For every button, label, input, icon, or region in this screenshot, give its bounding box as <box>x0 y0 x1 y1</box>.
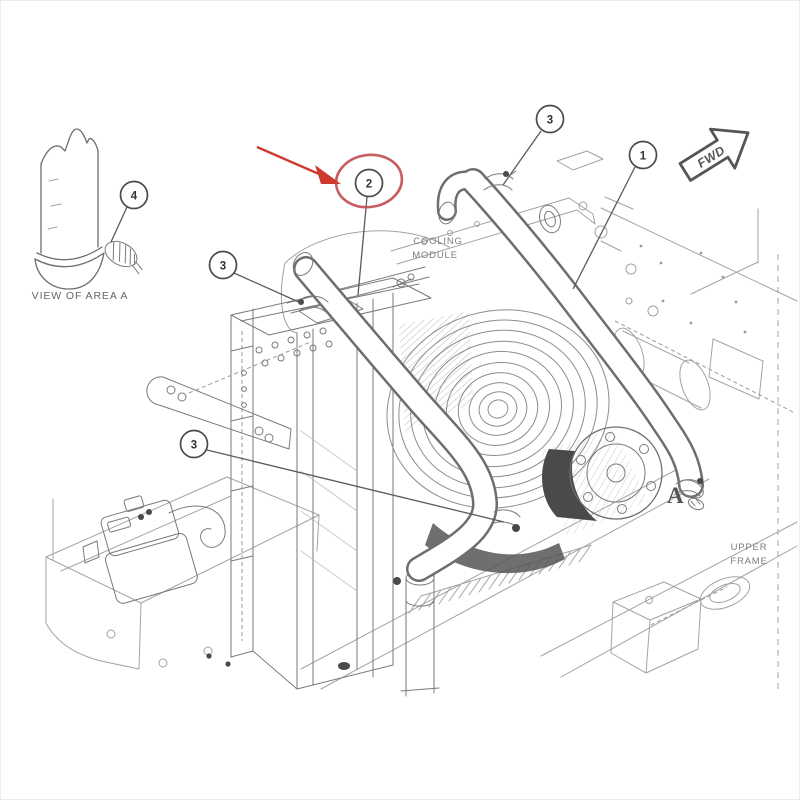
upper-frame-label-line2: FRAME <box>730 556 767 567</box>
cooling-module-label-line2: MODULE <box>412 250 457 261</box>
upper-radiator-hose-part1 <box>436 168 704 499</box>
red-highlight <box>256 145 404 209</box>
callout-3-top-number: 3 <box>547 115 553 127</box>
callout-3-lower: 3 <box>179 429 209 459</box>
callout-1: 1 <box>628 140 658 170</box>
red-highlight-ellipse <box>334 153 404 209</box>
callout-3-upper-left: 3 <box>208 250 238 280</box>
fan-assembly <box>386 309 663 574</box>
hose-clamp-top <box>483 170 517 191</box>
callout-3-lower-number: 3 <box>191 440 197 452</box>
hose-clamp-upper-left <box>298 295 329 314</box>
coolant-reservoir <box>82 495 226 604</box>
red-arrow-shaft <box>256 145 320 176</box>
cooling-module-label-line1: COOLING <box>413 236 462 247</box>
callout-1-number: 1 <box>640 151 647 163</box>
inset-caption: VIEW OF AREA A <box>32 290 129 302</box>
lower-radiator-hose-part2 <box>292 252 498 582</box>
upper-frame-label-line1: UPPER <box>731 542 768 553</box>
callout-3-top: 3 <box>535 104 565 134</box>
inset-view-of-area-a: 4 VIEW OF AREA A <box>32 128 149 302</box>
callout-2-number: 2 <box>366 179 372 191</box>
area-a-label: A <box>667 483 684 508</box>
callout-3-upper-left-number: 3 <box>220 261 226 273</box>
callout-4-number: 4 <box>131 191 138 203</box>
diagram-text-labels: COOLING MODULE UPPER FRAME A <box>412 236 767 567</box>
left-bracket-arm <box>146 340 314 450</box>
fan-motor-hub <box>569 426 663 520</box>
red-arrow-head-icon <box>315 165 341 184</box>
callout-2: 2 <box>354 168 384 198</box>
hose-clamp-lower <box>491 509 521 532</box>
inset-clamp <box>104 240 143 275</box>
fwd-arrow-icon: FWD <box>678 127 750 182</box>
callout-leader-lines <box>206 130 636 523</box>
callout-4: 4 <box>119 180 149 210</box>
hose-clamp-area-a <box>673 478 705 511</box>
